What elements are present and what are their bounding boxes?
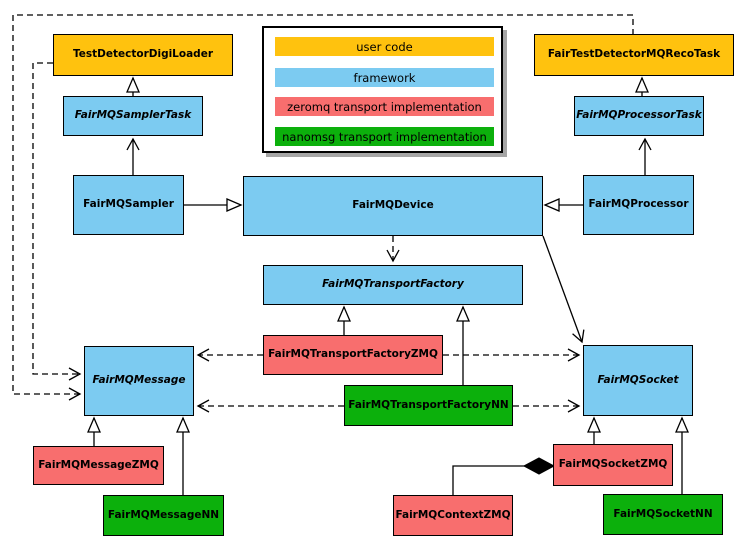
node-testdetectordigiloader: TestDetectorDigiLoader [53, 34, 233, 76]
edge-socketzmq-composes-contextzmq [452, 465, 526, 495]
legend: user code framework zeromq transport imp… [262, 26, 503, 153]
node-fairmqtransportfactory: FairMQTransportFactory [263, 265, 523, 305]
node-fairmqsocket: FairMQSocket [583, 345, 693, 416]
node-fairmqmessage: FairMQMessage [84, 346, 194, 416]
edge-device-uses-socket [542, 235, 585, 344]
legend-item-nanomsg: nanomsg transport implementation [275, 127, 494, 146]
node-fairmqsocketnn: FairMQSocketNN [603, 494, 723, 535]
node-fairmqsampler: FairMQSampler [73, 175, 184, 235]
node-fairmqprocessor: FairMQProcessor [583, 175, 694, 235]
node-fairtestdetectormqrecotask: FairTestDetectorMQRecoTask [534, 34, 734, 76]
node-fairmqdevice: FairMQDevice [243, 176, 543, 236]
node-fairmqmessagezmq: FairMQMessageZMQ [33, 446, 164, 485]
node-fairmqtransportfactoryzmq: FairMQTransportFactoryZMQ [263, 335, 443, 375]
edge-recotask-depends-message [12, 14, 634, 401]
legend-item-zeromq: zeromq transport implementation [275, 97, 494, 116]
node-fairmqsocketzmq: FairMQSocketZMQ [553, 444, 673, 486]
legend-item-user-code: user code [275, 37, 494, 56]
composition-diamond-icon [522, 457, 556, 475]
node-fairmqmessagenn: FairMQMessageNN [103, 495, 224, 536]
node-fairmqcontextzmq: FairMQContextZMQ [393, 495, 513, 536]
node-fairmqprocessortask: FairMQProcessorTask [574, 96, 704, 136]
edge-digiloader-depends-message [32, 62, 82, 381]
node-fairmqsamplertask: FairMQSamplerTask [63, 96, 203, 136]
legend-item-framework: framework [275, 68, 494, 87]
node-fairmqtransportfactorynn: FairMQTransportFactoryNN [344, 385, 513, 426]
